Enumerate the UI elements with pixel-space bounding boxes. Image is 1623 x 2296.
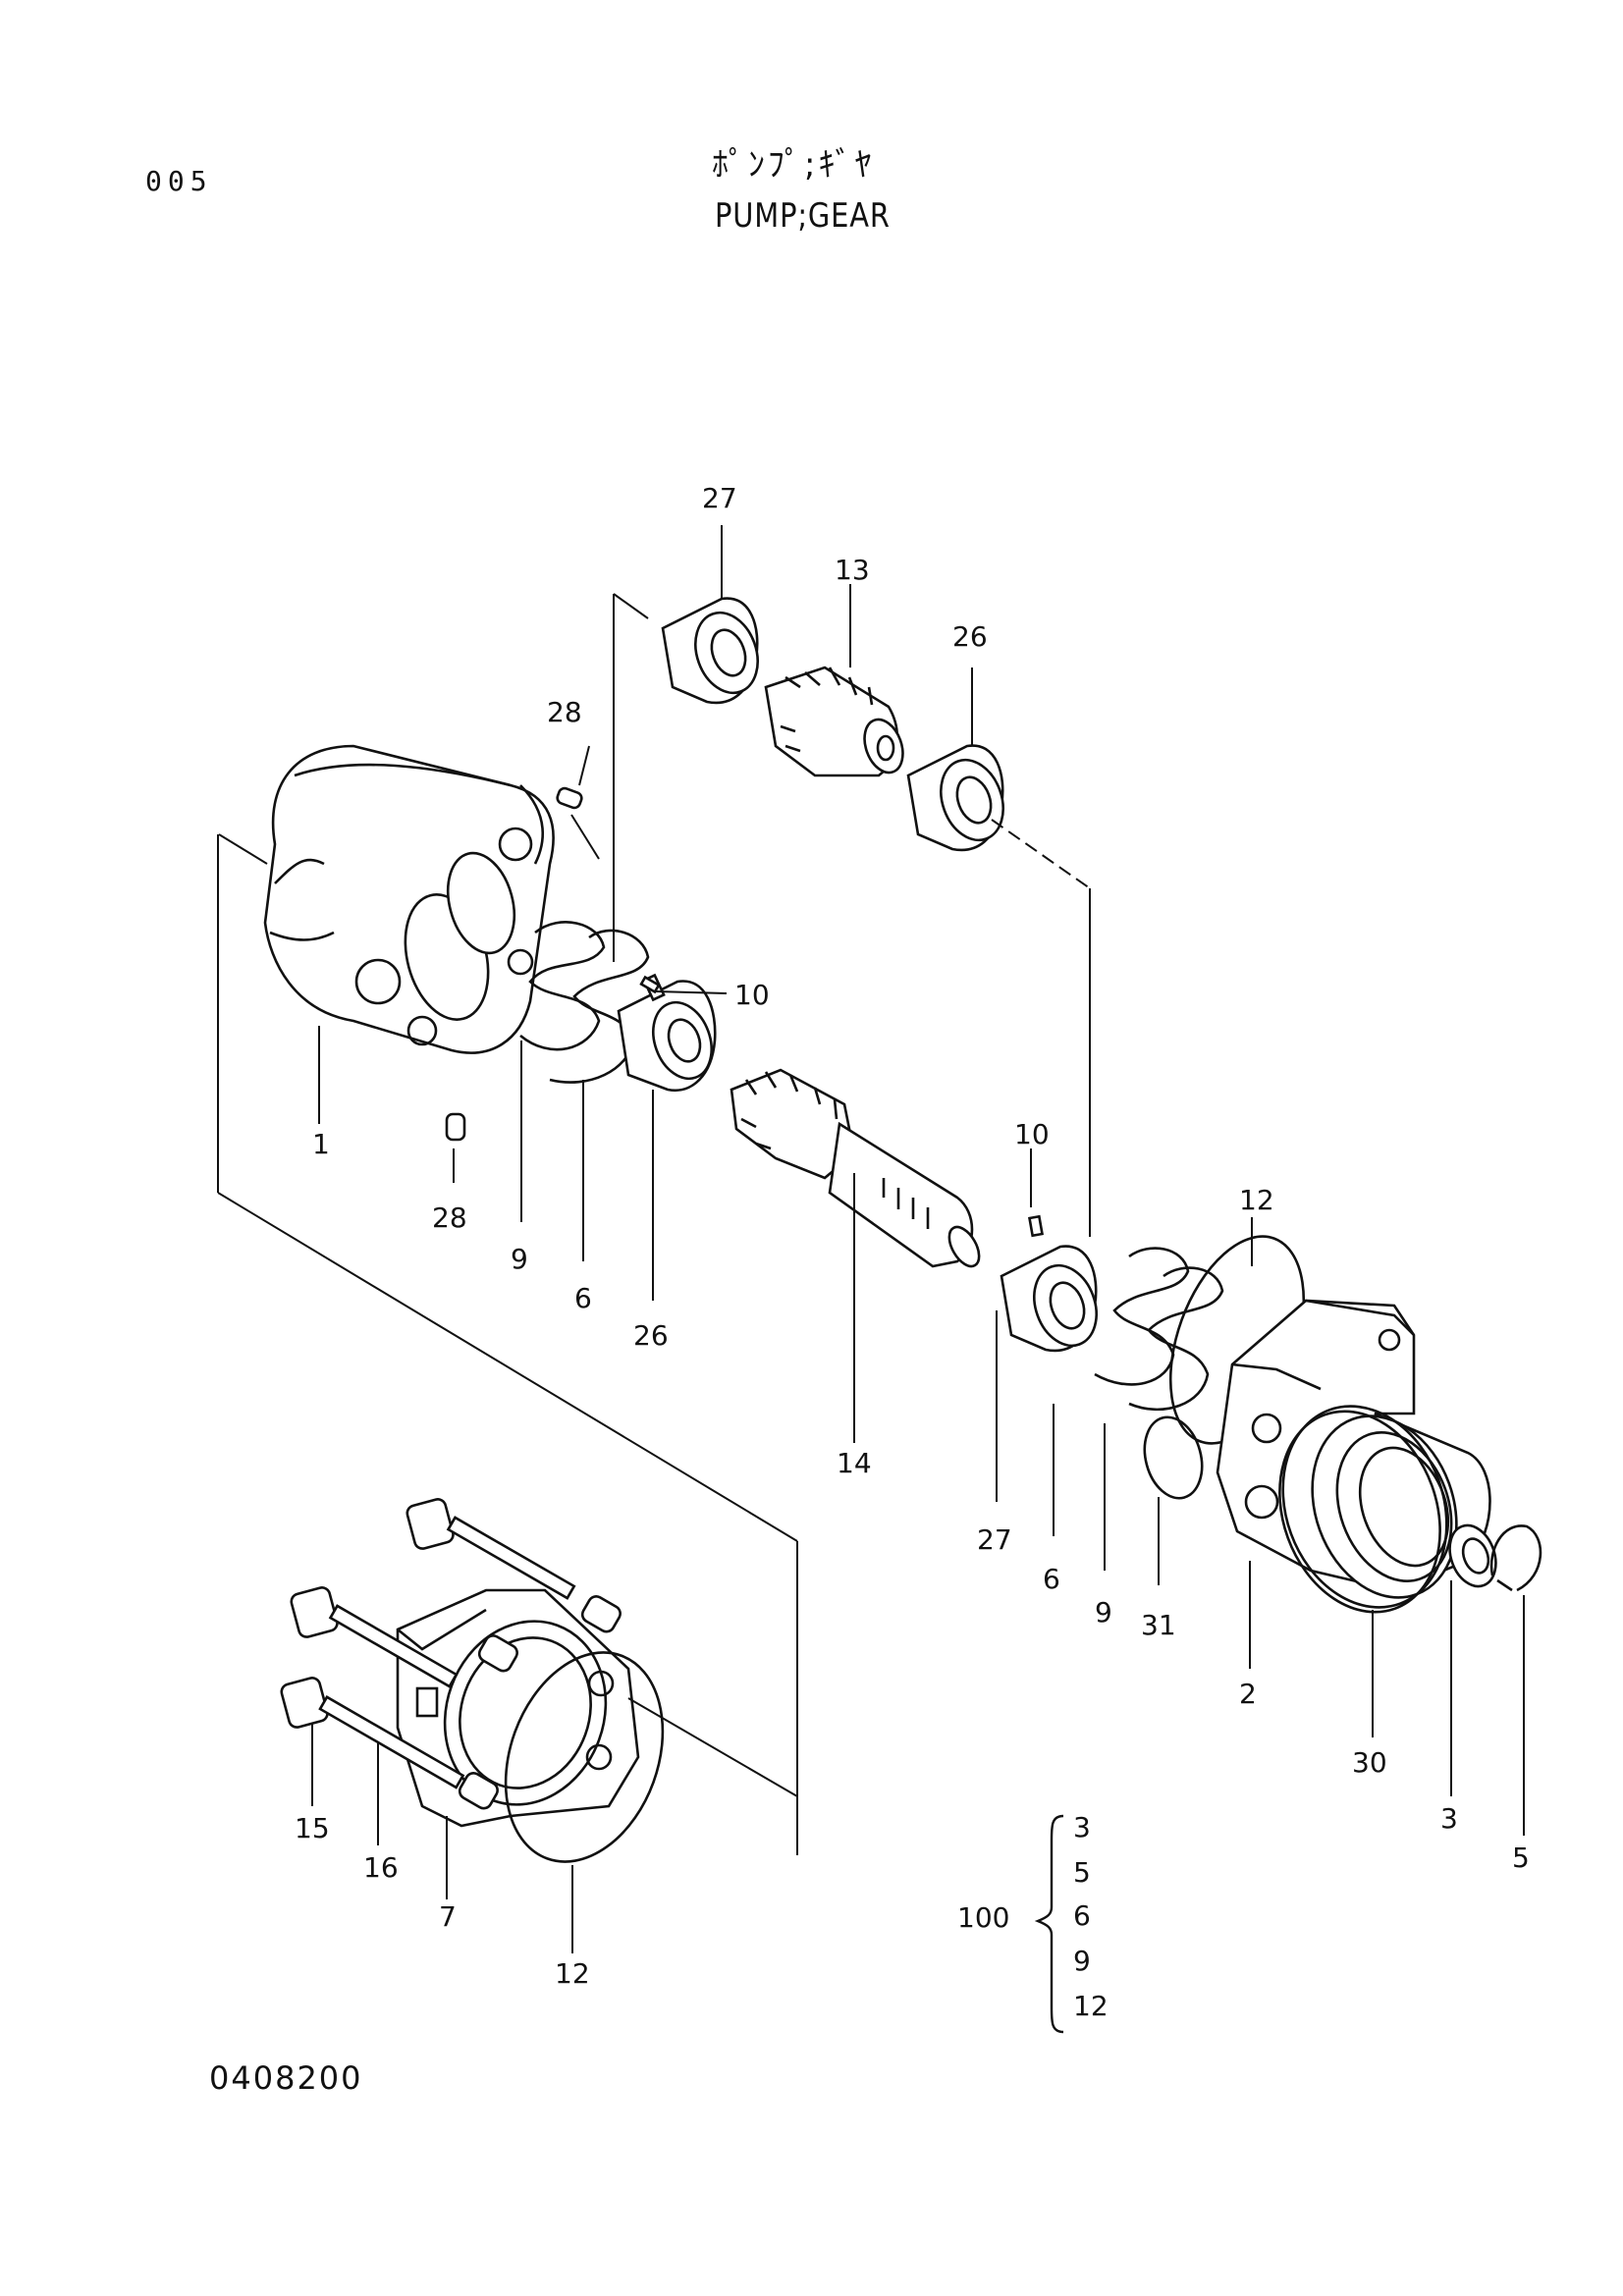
callout-28-top: 28 xyxy=(547,696,582,728)
callout-10-right: 10 xyxy=(1014,1118,1050,1150)
kit-item: 12 xyxy=(1073,1990,1109,2022)
callout-14: 14 xyxy=(837,1447,872,1479)
o-ring-part-31 xyxy=(1143,1415,1204,1500)
callout-16: 16 xyxy=(363,1851,399,1884)
callout-2: 2 xyxy=(1239,1678,1257,1710)
front-cover-part-2 xyxy=(1216,1299,1491,1609)
callout-6-left: 6 xyxy=(574,1282,592,1314)
kit-100-group: 100 3 5 6 9 12 xyxy=(957,1811,1144,2037)
gear-part-13 xyxy=(764,666,904,777)
callout-27-top: 27 xyxy=(702,482,737,514)
callout-9-left: 9 xyxy=(511,1243,528,1275)
callout-30: 30 xyxy=(1352,1746,1387,1779)
kit-item: 6 xyxy=(1073,1899,1091,1932)
callout-5: 5 xyxy=(1512,1842,1530,1874)
kit-brace xyxy=(1034,1814,1064,2034)
page-number: 005 xyxy=(145,165,213,197)
drawing-code: 0408200 xyxy=(209,2059,363,2097)
rear-cover-part-7 xyxy=(396,1588,640,1828)
snap-ring-part-5 xyxy=(1489,1524,1542,1592)
bushing-part-27-top xyxy=(661,597,759,705)
callout-10-left: 10 xyxy=(734,979,770,1011)
kit-item: 9 xyxy=(1073,1945,1091,1977)
bushing-part-27-bottom xyxy=(1000,1245,1098,1353)
callout-27-bottom: 27 xyxy=(977,1523,1012,1556)
title-english: PUMP;GEAR xyxy=(715,196,891,236)
dowel-part-10-right xyxy=(1028,1214,1044,1238)
callout-28-bottom: 28 xyxy=(432,1201,467,1234)
bushing-part-26-top xyxy=(906,744,1004,852)
callout-31: 31 xyxy=(1141,1609,1176,1641)
title-japanese: ﾎﾟﾝﾌﾟ;ｷﾞﾔ xyxy=(712,145,875,185)
pump-body-part-1 xyxy=(263,744,583,1142)
seal-part-9-left xyxy=(519,921,650,1084)
bolt-part-15 xyxy=(280,1498,622,1810)
callout-26-bottom: 26 xyxy=(633,1319,669,1352)
callout-12-right: 12 xyxy=(1239,1184,1274,1216)
callout-1: 1 xyxy=(312,1128,330,1160)
drive-gear-shaft-part-14 xyxy=(730,1068,981,1268)
o-ring-part-30 xyxy=(1278,1410,1441,1614)
kit-item: 3 xyxy=(1073,1811,1091,1843)
kit-item: 5 xyxy=(1073,1856,1091,1889)
callout-6-right: 6 xyxy=(1043,1563,1060,1595)
callout-13: 13 xyxy=(835,554,870,586)
callout-3: 3 xyxy=(1440,1802,1458,1835)
callout-9-right: 9 xyxy=(1095,1596,1112,1629)
callout-15: 15 xyxy=(295,1812,330,1844)
seal-part-9-right xyxy=(1094,1247,1224,1412)
callout-12-bottom: 12 xyxy=(555,1957,590,1990)
callout-26-top: 26 xyxy=(952,620,988,653)
kit-label: 100 xyxy=(957,1901,1010,1934)
bushing-part-26-left xyxy=(617,973,717,1093)
callout-7: 7 xyxy=(439,1900,457,1933)
o-ring-part-12-bottom xyxy=(504,1651,665,1863)
